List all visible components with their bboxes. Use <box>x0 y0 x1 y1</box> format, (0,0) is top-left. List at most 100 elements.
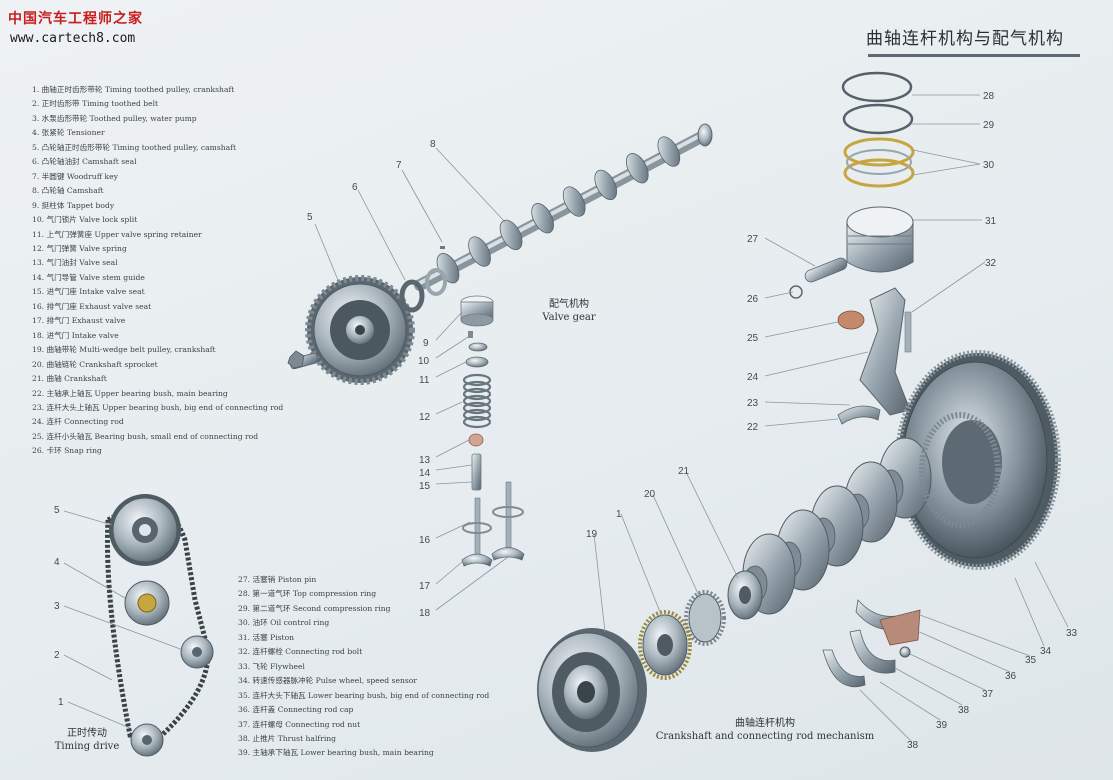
legend-item: 27. 活塞销 Piston pin <box>238 573 489 587</box>
legend-label-en: Intake valve seat <box>79 287 145 297</box>
legend-label-zh: 连杆大头上轴瓦 <box>46 402 100 412</box>
legend-label-en: Valve lock split <box>79 215 138 225</box>
legend-item: 15. 进气门座 Intake valve seat <box>32 285 283 299</box>
legend-label-en: Tensioner <box>66 128 105 138</box>
legend-number: 8. <box>32 186 40 196</box>
legend-item: 19. 曲轴带轮 Multi-wedge belt pulley, cranks… <box>32 343 283 357</box>
legend-label-en: Piston <box>270 632 295 642</box>
legend-parts-1-26: 1. 曲轴正时齿形带轮 Timing toothed pulley, crank… <box>32 83 283 459</box>
spring-coil <box>462 415 492 429</box>
legend-number: 37. <box>238 719 251 729</box>
caption-timing-drive: 正时传动 Timing drive <box>42 727 132 753</box>
legend-number: 35. <box>238 690 251 700</box>
callout-20: 20 <box>644 489 656 500</box>
legend-label-zh: 凸轮轴 <box>41 186 65 196</box>
legend-label-zh: 油环 <box>252 618 268 628</box>
legend-label-en: Multi-wedge belt pulley, crankshaft <box>79 345 216 355</box>
legend-item: 1. 曲轴正时齿形带轮 Timing toothed pulley, crank… <box>32 83 283 97</box>
legend-item: 13. 气门油封 Valve seal <box>32 256 283 270</box>
legend-label-zh: 止推片 <box>252 733 276 743</box>
legend-label-en: Piston pin <box>277 575 317 584</box>
legend-item: 14. 气门导管 Valve stem guide <box>32 271 283 285</box>
spring-coil <box>462 380 492 394</box>
legend-item: 34. 转速传感器脉冲轮 Pulse wheel, speed sensor <box>238 674 489 688</box>
legend-number: 23. <box>32 402 45 412</box>
legend-label-en: Connecting rod bolt <box>285 647 363 657</box>
callout-29: 29 <box>983 120 995 131</box>
legend-item: 11. 上气门弹簧座 Upper valve spring retainer <box>32 228 283 242</box>
camshaft-lobe <box>594 169 618 201</box>
legend-number: 3. <box>32 113 40 123</box>
legend-number: 20. <box>32 359 45 369</box>
callout-5: 5 <box>307 212 313 223</box>
legend-item: 33. 飞轮 Flywheel <box>238 660 489 674</box>
legend-number: 12. <box>32 243 45 253</box>
callout-38: 38 <box>958 705 970 716</box>
legend-label-en: Crankshaft <box>64 374 107 384</box>
callout-27: 27 <box>747 234 759 245</box>
legend-label-zh: 凸轮轴正时齿形带轮 <box>41 142 111 152</box>
callout-21: 21 <box>678 466 690 477</box>
legend-number: 25. <box>32 431 45 441</box>
camshaft-lobe <box>562 186 586 217</box>
legend-label-zh: 水泵齿形带轮 <box>41 113 88 123</box>
legend-number: 4. <box>32 128 40 138</box>
legend-number: 14. <box>32 272 45 282</box>
legend-number: 9. <box>32 200 40 210</box>
legend-label-en: Exhaust valve <box>71 316 126 326</box>
legend-label-en: Oil control ring <box>270 618 330 628</box>
valve-spring-drawing <box>462 373 492 429</box>
legend-item: 9. 挺柱体 Tappet body <box>32 199 283 213</box>
legend-label-zh: 转速传感器脉冲轮 <box>252 676 314 686</box>
caption-crankshaft-zh: 曲轴连杆机构 <box>735 718 795 729</box>
flywheel-drawing <box>895 350 1061 570</box>
caption-valve-gear-zh: 配气机构 <box>549 299 589 310</box>
legend-item: 23. 连杆大头上轴瓦 Upper bearing bush, big end … <box>32 401 283 415</box>
legend-label-zh: 曲轴链轮 <box>46 359 77 369</box>
legend-label-zh: 第一道气环 <box>252 589 291 599</box>
callout-31: 31 <box>985 216 997 227</box>
caption-timing-drive-en: Timing drive <box>54 741 120 752</box>
legend-item: 22. 主轴承上轴瓦 Upper bearing bush, main bear… <box>32 387 283 401</box>
legend-item: 38. 止推片 Thrust halfring <box>238 732 489 746</box>
legend-label-en: Exhaust valve seat <box>79 301 152 311</box>
callout-30: 30 <box>983 160 995 171</box>
legend-number: 6. <box>32 157 40 167</box>
legend-label-zh: 气门油封 <box>46 258 77 268</box>
callout-8: 8 <box>430 139 436 150</box>
legend-label-en: Upper bearing bush, main bearing <box>94 388 228 398</box>
legend-label-en: Crankshaft sprocket <box>79 359 158 369</box>
caption-crankshaft-en: Crankshaft and connecting rod mechanism <box>655 731 875 742</box>
legend-label-en: Lower bearing bush, big end of connectin… <box>308 690 490 700</box>
legend-number: 27. <box>238 575 251 584</box>
callout-timing-3: 3 <box>54 601 60 612</box>
legend-label-en: Bearing bush, small end of connecting ro… <box>94 431 259 441</box>
legend-label-en: Upper valve spring retainer <box>94 229 202 239</box>
legend-number: 1. <box>32 85 40 94</box>
legend-item: 6. 凸轮轴油封 Camshaft seal <box>32 155 283 169</box>
valve-seal-guide-drawing <box>468 433 484 491</box>
watermark-chinese: 中国汽车工程师之家 <box>8 11 143 27</box>
legend-item: 31. 活塞 Piston <box>238 631 489 645</box>
spring-coil <box>462 373 492 387</box>
legend-item: 17. 排气门 Exhaust valve <box>32 314 283 328</box>
legend-number: 5. <box>32 142 40 152</box>
callout-11: 11 <box>419 375 430 386</box>
legend-item: 2. 正时齿形带 Timing toothed belt <box>32 97 283 111</box>
legend-item: 18. 进气门 Intake valve <box>32 329 283 343</box>
crank-mechanism-callouts: 28 29 30 31 32 27 26 25 24 23 22 21 20 1… <box>586 91 1078 751</box>
legend-number: 32. <box>238 647 251 657</box>
legend-label-en: Valve spring <box>79 243 127 253</box>
legend-item: 39. 主轴承下轴瓦 Lower bearing bush, main bear… <box>238 746 489 760</box>
legend-label-en: Flywheel <box>270 661 305 671</box>
legend-item: 4. 张紧轮 Tensioner <box>32 126 283 140</box>
camshaft-lobe <box>468 236 491 267</box>
legend-label-zh: 飞轮 <box>252 661 268 671</box>
legend-label-en: Camshaft seal <box>82 157 137 167</box>
legend-number: 13. <box>32 258 45 268</box>
legend-label-en: Valve stem guide <box>79 272 145 282</box>
legend-label-zh: 半圆键 <box>41 171 65 181</box>
callout-timing-4: 4 <box>54 557 60 568</box>
